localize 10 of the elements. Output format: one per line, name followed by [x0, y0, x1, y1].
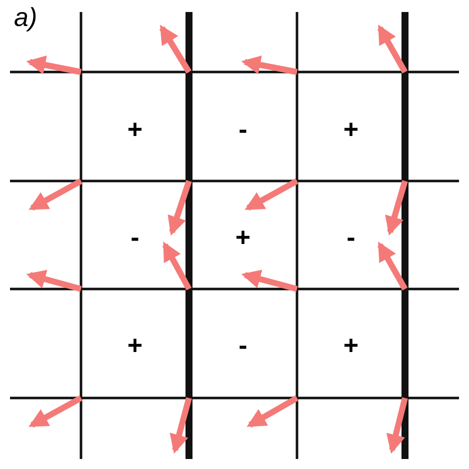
sign-symbol: +: [235, 224, 251, 250]
sign-symbol: +: [343, 116, 359, 142]
sign-symbol: -: [238, 116, 248, 142]
sign-symbol: -: [130, 224, 140, 250]
sign-symbol: +: [343, 332, 359, 358]
panel-label: a): [14, 4, 38, 30]
sign-symbol: -: [346, 224, 356, 250]
sign-symbol: -: [238, 332, 248, 358]
sign-symbol: +: [127, 116, 143, 142]
sign-symbol: +: [127, 332, 143, 358]
